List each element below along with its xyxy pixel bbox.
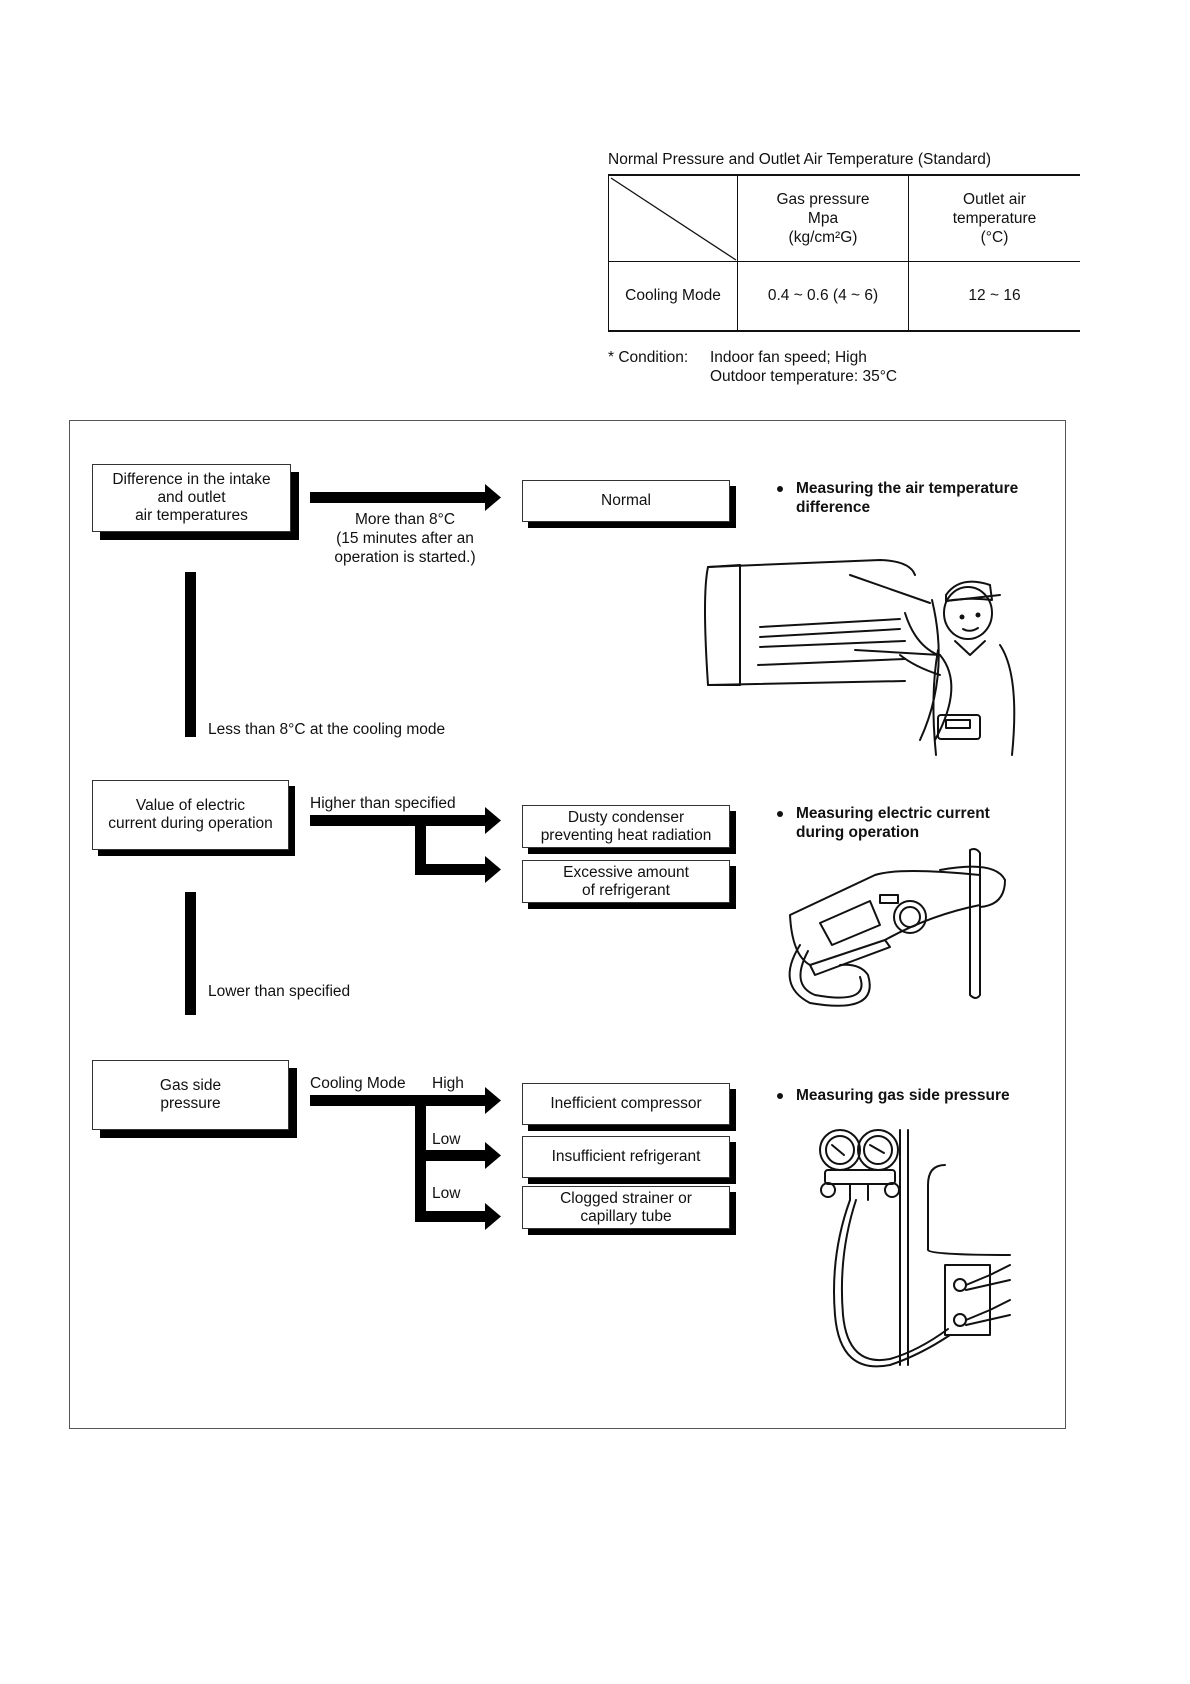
result-insufficient-refrigerant: Insufficient refrigerant xyxy=(522,1136,730,1178)
result-inefficient-compressor: Inefficient compressor xyxy=(522,1083,730,1125)
clamp-meter-illustration xyxy=(788,848,1006,1007)
result-normal: Normal xyxy=(522,480,730,522)
measure-air-temp: Measuring the air temperature difference xyxy=(796,480,1019,516)
step1-box: Difference in the intake and outlet air … xyxy=(92,464,291,532)
measure-electric-current: Measuring electric current during operat… xyxy=(796,805,990,841)
standard-table: Gas pressure Mpa (kg/cm²G) Outlet air te… xyxy=(608,174,1080,332)
condition-line-1: Indoor fan speed; High xyxy=(710,349,867,366)
condition-label: * Condition: xyxy=(608,349,689,366)
diagonal-header-cell xyxy=(608,174,738,262)
step1-down-bar xyxy=(185,572,196,737)
step2-down-label: Lower than specified xyxy=(208,983,351,1000)
step3-high-label: High xyxy=(432,1075,464,1092)
step3-box: Gas side pressure xyxy=(92,1060,289,1130)
outlet-temp-value: 12 ~ 16 xyxy=(908,260,1080,332)
diagonal-line xyxy=(610,177,737,261)
condition-line-2: Outdoor temperature: 35°C xyxy=(710,368,898,385)
gas-pressure-value: 0.4 ~ 0.6 (4 ~ 6) xyxy=(737,260,909,332)
bullet-icon xyxy=(777,811,783,817)
step1-down-label: Less than 8°C at the cooling mode xyxy=(208,721,446,738)
result-dusty-condenser: Dusty condenser preventing heat radiatio… xyxy=(522,805,730,848)
gas-pressure-header: Gas pressure Mpa (kg/cm²G) xyxy=(737,174,909,262)
step2-down-bar xyxy=(185,892,196,1015)
gas-pressure-gauge-illustration xyxy=(819,1129,1011,1368)
step2-box: Value of electric current during operati… xyxy=(92,780,289,850)
bullet-icon xyxy=(777,1093,783,1099)
step2-arrow-label: Higher than specified xyxy=(310,795,456,812)
step3-low-label-1: Low xyxy=(432,1131,461,1148)
outlet-temp-header: Outlet air temperature (°C) xyxy=(908,174,1080,262)
bullet-icon xyxy=(777,486,783,492)
measure-gas-pressure: Measuring gas side pressure xyxy=(796,1087,1010,1104)
table-title: Normal Pressure and Outlet Air Temperatu… xyxy=(608,151,992,168)
step3-mode-label: Cooling Mode xyxy=(310,1075,406,1092)
step1-arrow-note: More than 8°C (15 minutes after an opera… xyxy=(334,511,476,566)
result-clogged-strainer: Clogged strainer or capillary tube xyxy=(522,1186,730,1229)
flowchart-frame xyxy=(69,420,1066,1429)
result-excessive-refrigerant: Excessive amount of refrigerant xyxy=(522,860,730,903)
row-label-cooling-mode: Cooling Mode xyxy=(608,260,738,332)
step3-low-label-2: Low xyxy=(432,1185,461,1202)
air-temperature-measurement-illustration xyxy=(704,559,1016,756)
